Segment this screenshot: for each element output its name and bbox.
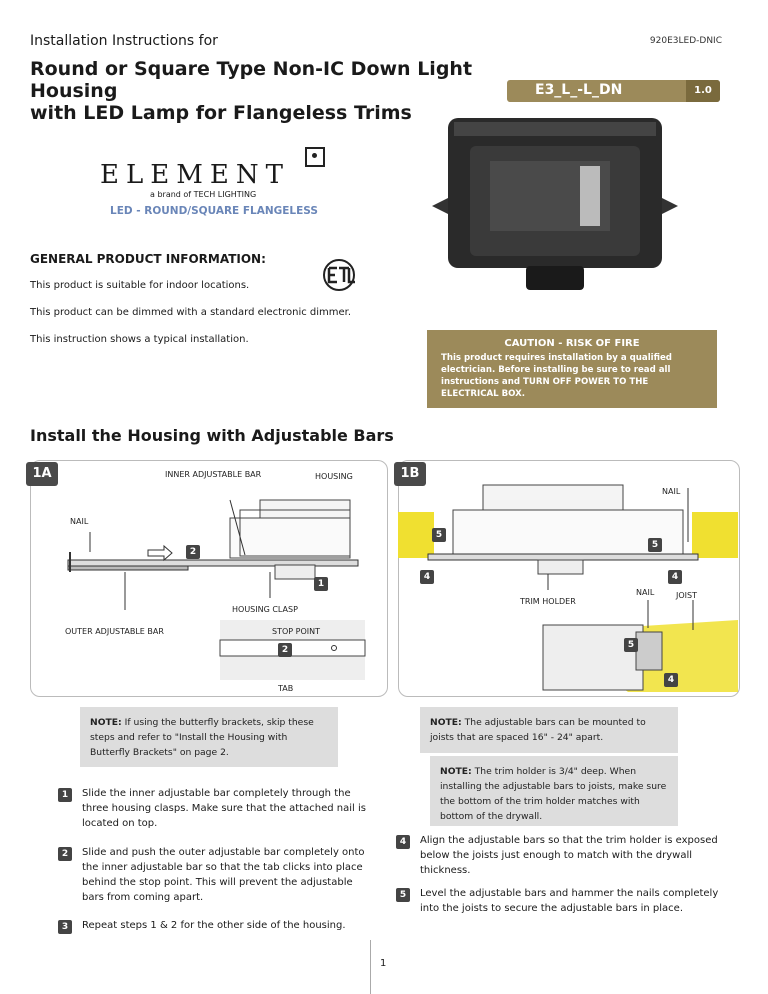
general-info-heading: GENERAL PRODUCT INFORMATION: xyxy=(30,252,266,266)
caution-title: CAUTION - RISK OF FIRE xyxy=(504,338,640,349)
product-type: LED - ROUND/SQUARE FLANGELESS xyxy=(110,205,318,217)
info-dimmable: This product can be dimmed with a standa… xyxy=(30,307,352,318)
label-housing: HOUSING xyxy=(315,472,353,481)
title-line-2: with LED Lamp for Flangeless Trims xyxy=(30,102,412,124)
marker-2-top: 2 xyxy=(186,545,200,559)
page-number: 1 xyxy=(380,958,387,969)
note-joist-spacing: NOTE: The adjustable bars can be mounted… xyxy=(420,707,678,753)
label-tab: TAB xyxy=(278,684,294,693)
step-2-number: 2 xyxy=(58,847,72,861)
info-typical: This instruction shows a typical install… xyxy=(30,334,249,345)
brand-logo-icon xyxy=(305,147,325,167)
info-indoor: This product is suitable for indoor loca… xyxy=(30,280,250,291)
column-divider xyxy=(370,940,371,994)
label-stop-point: STOP POINT xyxy=(272,627,320,636)
marker-5-detail: 5 xyxy=(624,638,638,652)
step-3-text: Repeat steps 1 & 2 for the other side of… xyxy=(82,920,346,931)
label-inner-adjustable-bar: INNER ADJUSTABLE BAR xyxy=(165,470,262,479)
panel-1b-diagram xyxy=(398,484,738,692)
note-butterfly: NOTE: If using the butterfly brackets, s… xyxy=(80,707,338,767)
caution-box: CAUTION - RISK OF FIRE This product requ… xyxy=(427,330,717,408)
model-code-banner: E3_L_-L_DN 1.0 xyxy=(507,80,720,102)
label-housing-clasp: HOUSING CLASP xyxy=(232,605,298,614)
brand-logo-sub: a brand of TECH LIGHTING xyxy=(150,190,257,199)
document-id: 920E3LED-DNIC xyxy=(649,36,722,46)
marker-4-detail: 4 xyxy=(664,673,678,687)
section-title: Install the Housing with Adjustable Bars xyxy=(30,426,394,445)
label-outer-adjustable-bar: OUTER ADJUSTABLE BAR xyxy=(65,627,164,636)
label-nail-1b-top: NAIL xyxy=(662,487,681,496)
note-joist-label: NOTE: xyxy=(430,717,462,728)
step-4-number: 4 xyxy=(396,835,410,849)
panel-1b-tag: 1B xyxy=(394,462,426,486)
document-title: Round or Square Type Non-IC Down Light H… xyxy=(30,58,510,124)
step-3-number: 3 xyxy=(58,920,72,934)
etl-listed-icon xyxy=(323,259,355,291)
note-trim-label: NOTE: xyxy=(440,766,472,777)
header-subtitle: Installation Instructions for xyxy=(30,33,218,49)
step-2-text: Slide and push the outer adjustable bar … xyxy=(82,847,365,903)
marker-5-right: 5 xyxy=(648,538,662,552)
step-5-number: 5 xyxy=(396,888,410,902)
note-trim-text: The trim holder is 3/4" deep. When insta… xyxy=(440,766,667,822)
step-1-text: Slide the inner adjustable bar completel… xyxy=(82,788,366,829)
note-butterfly-label: NOTE: xyxy=(90,717,122,728)
marker-1: 1 xyxy=(314,577,328,591)
marker-2-detail: 2 xyxy=(278,643,292,657)
step-5-text: Level the adjustable bars and hammer the… xyxy=(420,888,719,914)
marker-5-left: 5 xyxy=(432,528,446,542)
label-nail-1a: NAIL xyxy=(70,517,89,526)
panel-1a-tag: 1A xyxy=(26,462,58,486)
marker-4-left: 4 xyxy=(420,570,434,584)
step-4-text: Align the adjustable bars so that the tr… xyxy=(420,835,718,876)
note-trim-holder: NOTE: The trim holder is 3/4" deep. When… xyxy=(430,756,678,826)
step-1-number: 1 xyxy=(58,788,72,802)
note-butterfly-text: If using the butterfly brackets, skip th… xyxy=(90,717,314,758)
version-badge: 1.0 xyxy=(686,80,720,102)
caution-text: This product requires installation by a … xyxy=(441,353,672,399)
label-nail-1b-mid: NAIL xyxy=(636,588,655,597)
brand-logo-text: ELEMENT xyxy=(100,160,290,190)
panel-1a-diagram xyxy=(67,499,366,680)
note-joist-text: The adjustable bars can be mounted to jo… xyxy=(430,717,646,743)
marker-4-right: 4 xyxy=(668,570,682,584)
label-trim-holder: TRIM HOLDER xyxy=(520,597,576,606)
product-photo xyxy=(432,118,678,290)
model-code: E3_L_-L_DN xyxy=(535,82,623,98)
label-joist: JOIST xyxy=(676,591,697,600)
title-line-1: Round or Square Type Non-IC Down Light H… xyxy=(30,58,473,102)
